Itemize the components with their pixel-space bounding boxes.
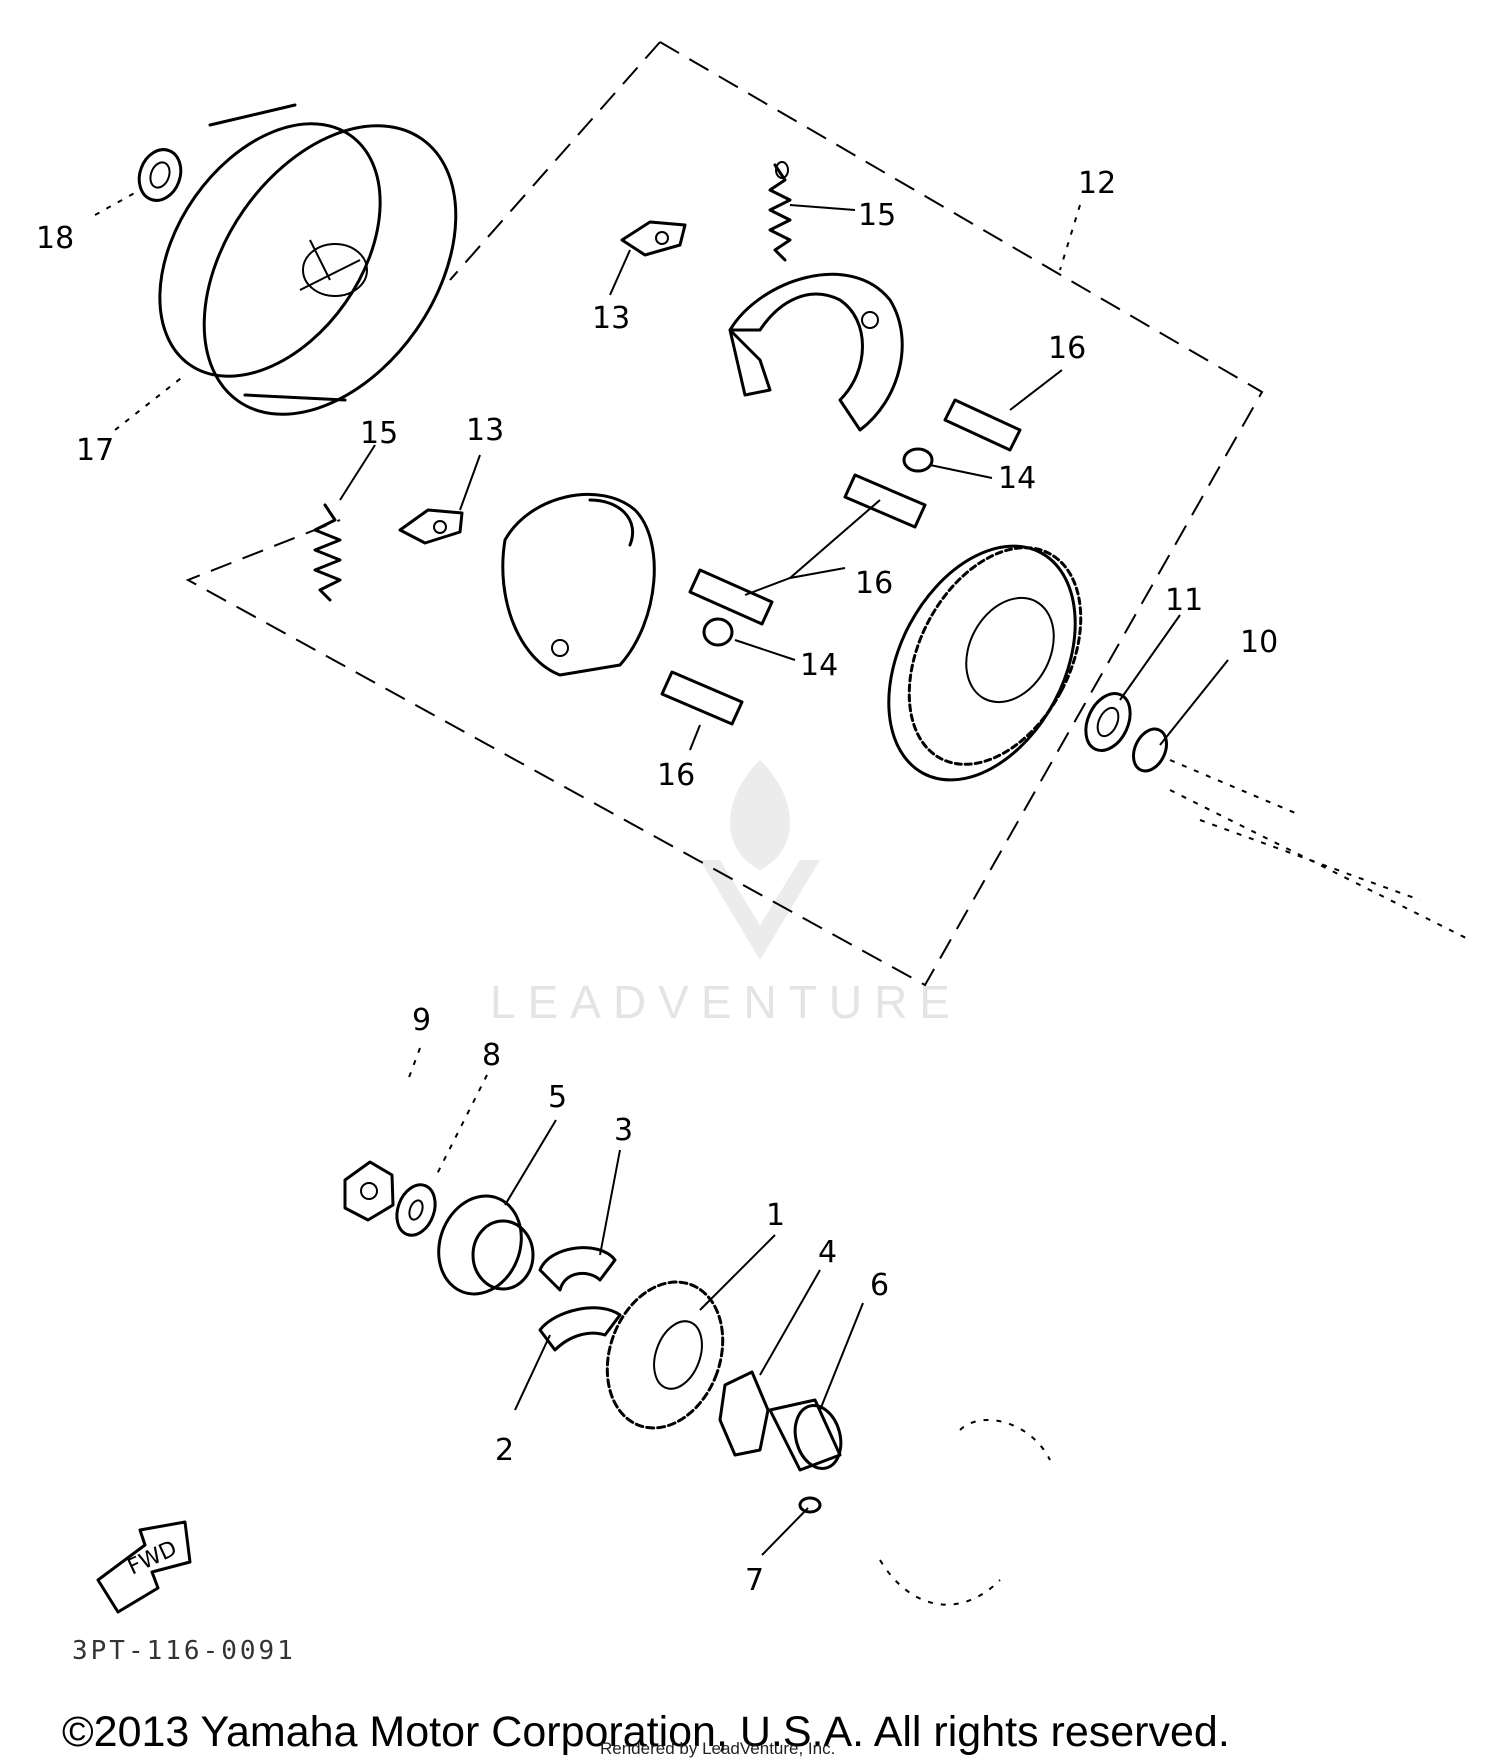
part-14-upper[interactable] — [902, 447, 934, 473]
rendered-by-notice: Rendered by LeadVenture, Inc. — [600, 1739, 836, 1758]
watermark-leadventure-text: LEADVENTURE — [490, 976, 962, 1028]
callout-11: 11 — [1165, 583, 1203, 618]
part-16-pin-2[interactable] — [843, 473, 927, 529]
part-1-gear[interactable] — [588, 1266, 743, 1445]
part-4-plate[interactable] — [718, 1370, 770, 1457]
part-14-lower[interactable] — [702, 617, 734, 647]
diagram-code: 3PT-116-0091 — [72, 1636, 296, 1666]
callout-4: 4 — [818, 1235, 837, 1270]
callout-13-upper: 13 — [592, 301, 630, 336]
clutch-carrier-gear[interactable] — [851, 514, 1116, 812]
part-16-pin-1[interactable] — [943, 398, 1022, 452]
part-11-washer[interactable] — [1077, 686, 1139, 757]
callout-15-upper: 15 — [858, 198, 896, 233]
engine-case-reference — [879, 1419, 1051, 1606]
watermark-logo — [700, 760, 820, 960]
part-18-washer[interactable] — [132, 144, 187, 207]
callout-16-c: 16 — [657, 758, 695, 793]
part-2-shoe[interactable] — [538, 1306, 622, 1352]
part-7-key[interactable] — [798, 1496, 822, 1514]
callout-2: 2 — [495, 1433, 514, 1468]
callout-18: 18 — [36, 221, 74, 256]
part-15-spring-lower[interactable] — [313, 503, 342, 602]
callout-17: 17 — [76, 433, 114, 468]
part-13-clip-upper[interactable] — [620, 220, 687, 257]
callout-16-b: 16 — [855, 566, 893, 601]
callout-13-lower: 13 — [466, 413, 504, 448]
callout-labels: 18 17 15 13 12 16 14 15 13 16 14 16 11 1… — [36, 166, 1278, 1598]
callout-3: 3 — [614, 1113, 633, 1148]
clutch-shoe-lower[interactable] — [501, 492, 656, 677]
part-9-nut[interactable] — [343, 1160, 395, 1222]
callout-5: 5 — [548, 1080, 567, 1115]
crankshaft-reference — [1169, 759, 1471, 941]
part-16-pin-3[interactable] — [688, 568, 774, 626]
part-3-shoe[interactable] — [538, 1246, 617, 1292]
callout-8: 8 — [482, 1038, 501, 1073]
callout-14-upper: 14 — [998, 461, 1036, 496]
part-6-collar[interactable] — [768, 1398, 848, 1474]
part-17-clutch-housing[interactable] — [114, 79, 507, 462]
callout-12: 12 — [1078, 166, 1116, 201]
callout-16-a: 16 — [1048, 331, 1086, 366]
callout-10: 10 — [1240, 625, 1278, 660]
part-13-clip-lower[interactable] — [398, 508, 464, 545]
part-15-spring-upper[interactable] — [768, 161, 792, 262]
clutch-shoe-upper[interactable] — [728, 272, 904, 432]
callout-7: 7 — [745, 1563, 764, 1598]
callout-15-lower: 15 — [360, 416, 398, 451]
part-8-washer[interactable] — [390, 1179, 442, 1240]
part-10-nut[interactable] — [1127, 724, 1173, 777]
callout-9: 9 — [412, 1003, 431, 1038]
callout-1: 1 — [766, 1198, 785, 1233]
part-16-pin-4[interactable] — [660, 670, 744, 726]
callout-6: 6 — [870, 1268, 889, 1303]
copyright-notice: ©2013 Yamaha Motor Corporation, U.S.A. A… — [62, 1708, 1230, 1756]
callout-14-lower: 14 — [800, 648, 838, 683]
leader-lines — [94, 189, 1229, 1556]
assembly-12-boundary — [185, 41, 1264, 987]
part-5-plate[interactable] — [425, 1184, 535, 1305]
forward-direction-arrow: FWD — [96, 1520, 192, 1614]
